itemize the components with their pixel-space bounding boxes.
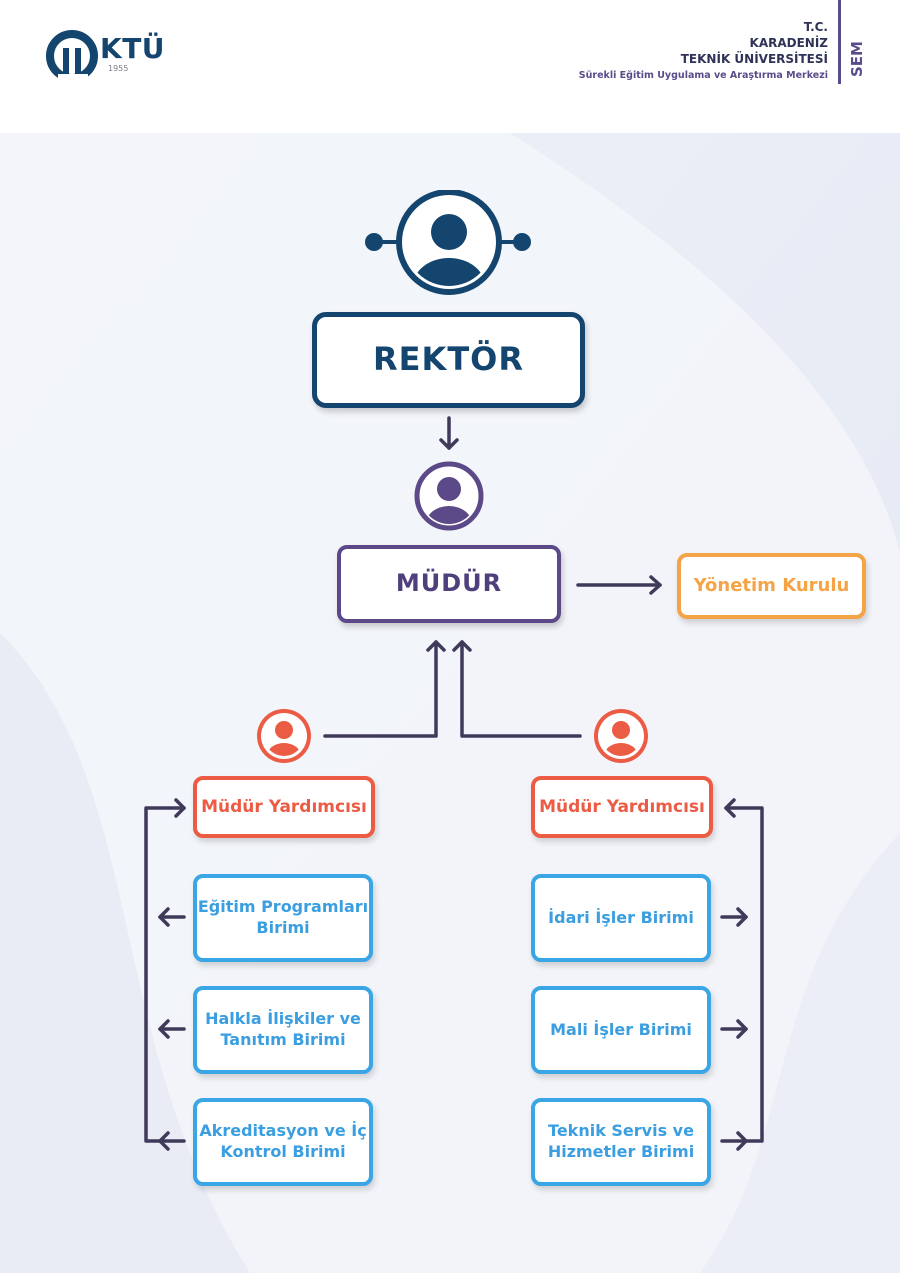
right-unit-3: Teknik Servis ve Hizmetler Birimi: [531, 1098, 711, 1186]
right-assistant-box: Müdür Yardımcısı: [531, 776, 713, 838]
logo-year: 1955: [108, 64, 129, 73]
page-header: KTÜ 1955 T.C. KARADENİZ TEKNİK ÜNİVERSİT…: [0, 0, 900, 133]
mudur-avatar-icon: [414, 461, 484, 531]
left-assistant-box: Müdür Yardımcısı: [193, 776, 375, 838]
yonetim-kurulu-box: Yönetim Kurulu: [677, 553, 866, 619]
left-unit-3: Akreditasyon ve İç Kontrol Birimi: [193, 1098, 373, 1186]
logo-text: KTÜ: [100, 32, 166, 65]
header-university: TEKNİK ÜNİVERSİTESİ: [680, 52, 828, 66]
ktu-logo-icon: [46, 30, 98, 82]
assistant-avatar-icon: [257, 709, 311, 763]
right-unit-2: Mali İşler Birimi: [531, 986, 711, 1074]
header-tc: T.C.: [803, 20, 828, 34]
header-center-name: Sürekli Eğitim Uygulama ve Araştırma Mer…: [578, 70, 828, 81]
right-unit-1: İdari İşler Birimi: [531, 874, 711, 962]
header-karadeniz: KARADENİZ: [749, 36, 828, 50]
left-unit-1: Eğitim Programları Birimi: [193, 874, 373, 962]
rektor-avatar-icon: [365, 190, 531, 295]
rektor-box: REKTÖR: [312, 312, 585, 408]
left-unit-2: Halkla İlişkiler ve Tanıtım Birimi: [193, 986, 373, 1074]
assistant-avatar-icon: [594, 709, 648, 763]
mudur-box: MÜDÜR: [337, 545, 561, 623]
header-divider: [838, 0, 841, 84]
